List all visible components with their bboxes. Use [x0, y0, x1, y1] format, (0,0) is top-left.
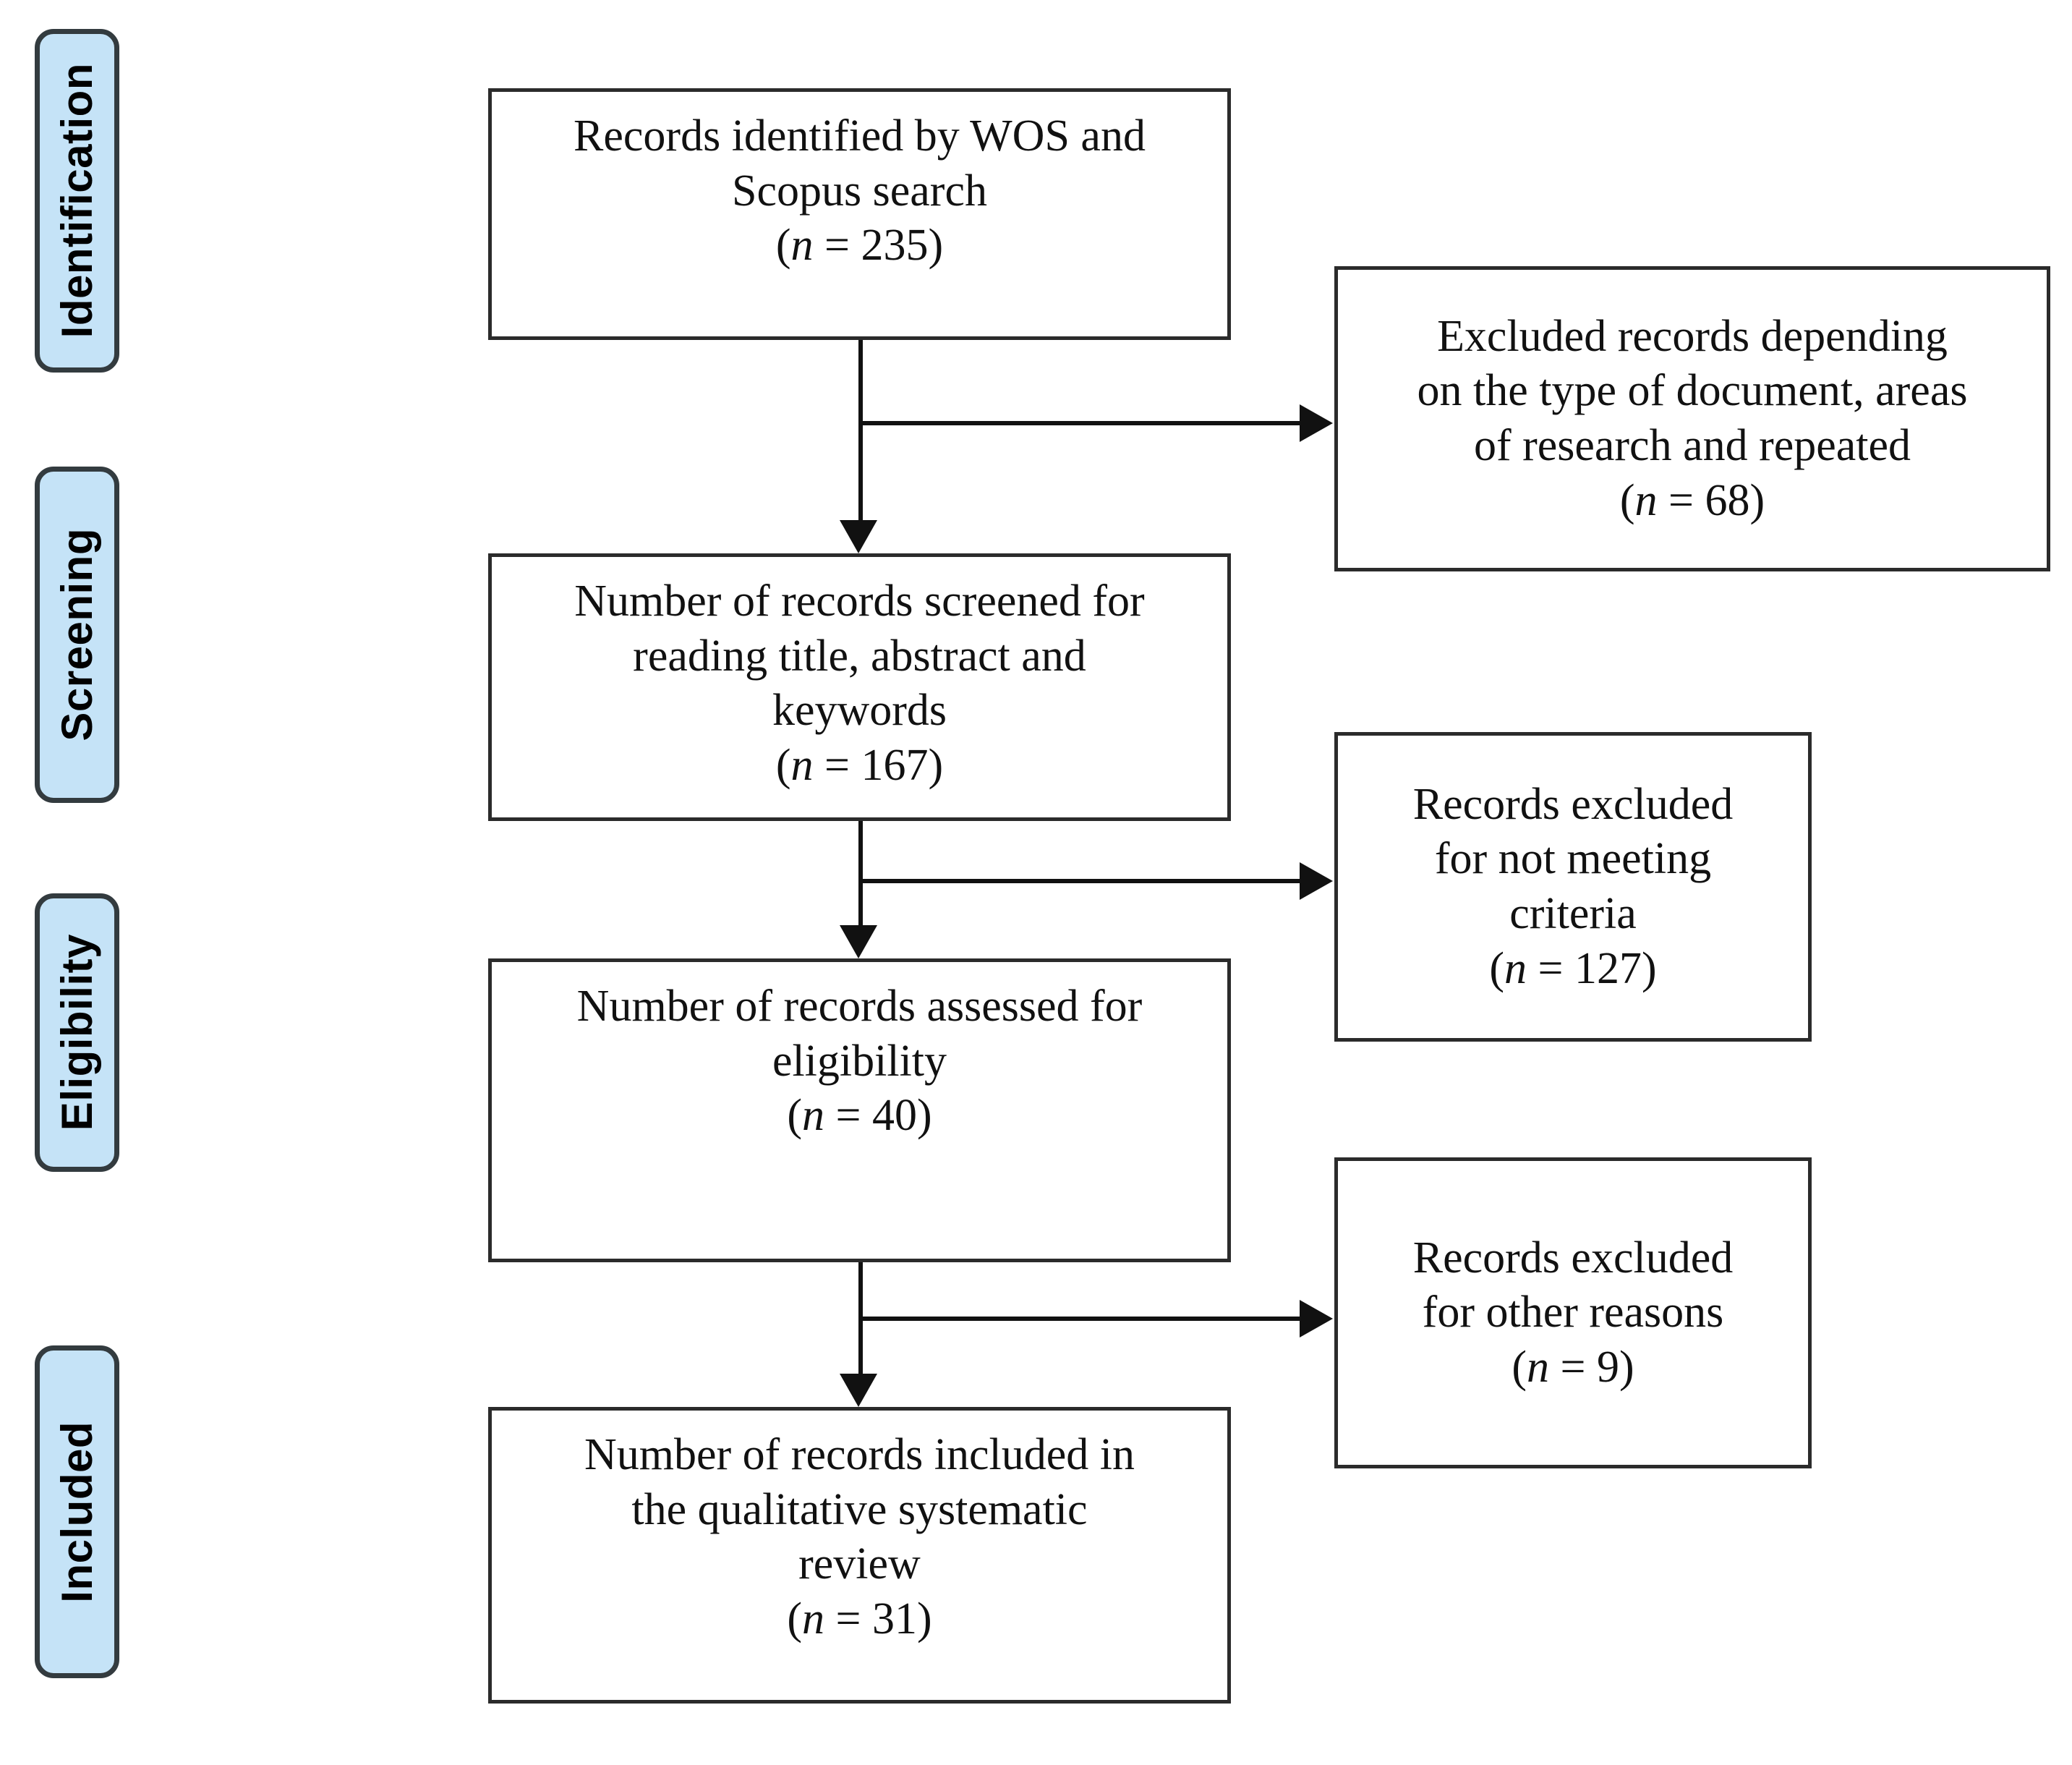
stage-label-included: Included	[52, 1421, 101, 1603]
connector-identified-to-excluded-type-arrow	[1300, 404, 1333, 442]
stage-pill-included: Included	[35, 1345, 119, 1678]
connector-screened-to-excluded-criteria-line	[858, 879, 1301, 883]
connector-assessed-to-included-arrow	[840, 1374, 877, 1407]
connector-identified-to-screened-arrow	[840, 520, 877, 553]
stage-label-screening: Screening	[52, 528, 101, 741]
connector-screened-to-assessed-arrow	[840, 925, 877, 958]
stage-label-identification: Identification	[52, 63, 101, 339]
stage-pill-identification: Identification	[35, 29, 119, 373]
connector-assessed-to-excluded-other-arrow	[1300, 1300, 1333, 1337]
connector-identified-to-screened-line	[858, 340, 863, 522]
connector-screened-to-assessed-line	[858, 821, 863, 928]
stage-pill-screening: Screening	[35, 467, 119, 803]
connector-identified-to-excluded-type-line	[858, 421, 1301, 425]
stage-label-eligibility: Eligibility	[52, 934, 101, 1131]
connector-assessed-to-excluded-other-line	[858, 1317, 1301, 1321]
stage-pill-eligibility: Eligibility	[35, 893, 119, 1172]
connector-screened-to-excluded-criteria-arrow	[1300, 862, 1333, 900]
